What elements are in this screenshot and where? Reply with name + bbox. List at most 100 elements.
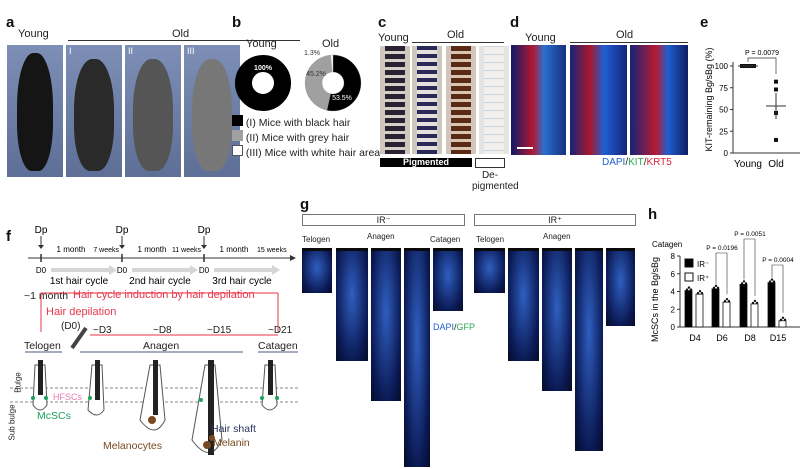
f-d15: ~D15 (207, 325, 232, 336)
cycle-label: 3rd hair cycle (212, 276, 272, 287)
sig-bracket (771, 264, 784, 313)
cycle-label: 1st hair cycle (50, 276, 109, 287)
g-irneg-header: IR⁻ (302, 214, 465, 226)
sig-bracket (747, 57, 777, 74)
data-point (740, 282, 744, 285)
stain-kit: KIT (628, 157, 644, 168)
f-melanin: Melanin (213, 437, 250, 449)
f-d3: ~D3 (93, 325, 112, 336)
d0-label: D0 (117, 266, 128, 275)
numeral-3: III (187, 46, 195, 56)
data-point (768, 280, 772, 283)
bar-irneg (711, 288, 720, 328)
data-point (725, 297, 729, 301)
panel-label-h: h (648, 206, 658, 223)
data-point (716, 286, 720, 290)
f-anagen: Anagen (143, 340, 180, 352)
x-tick-label: D6 (716, 333, 728, 343)
data-point (698, 289, 702, 293)
bar-irneg (767, 282, 776, 328)
y-tick-label: 25 (719, 127, 728, 136)
data-point (774, 87, 778, 92)
p-value: P = 0.0051 (734, 231, 766, 238)
hair-young (380, 46, 410, 154)
data-point (696, 291, 700, 295)
pigmented-bar: Pigmented (380, 158, 472, 167)
g-catagen-1: Catagen (430, 235, 461, 244)
interval-label: 1 month (57, 245, 86, 254)
data-point (774, 79, 778, 84)
stain-gfp: GFP (456, 322, 476, 332)
panel-label-b: b (232, 14, 242, 31)
legend-swatch-black (232, 115, 243, 126)
a-young-label: Young (18, 28, 49, 40)
data-point (755, 301, 759, 305)
bar-irneg (739, 284, 748, 328)
y-tick-label: 2 (671, 305, 676, 314)
g-image (404, 248, 430, 467)
dp-arrow-head (201, 245, 207, 249)
panel-label-e: e (700, 14, 709, 31)
old-grey-pct: 45.2% (306, 71, 326, 78)
data-point (685, 288, 689, 291)
d-old-divider (570, 42, 688, 43)
interval-label: 1 month (220, 245, 249, 254)
cycle-arrow (214, 265, 280, 275)
c-old-divider (412, 42, 504, 43)
b-young-label: Young (246, 38, 277, 50)
legend-swatch-white (232, 145, 243, 156)
dp-label: Dp (198, 225, 211, 236)
g-irpos-header: IR⁺ (474, 214, 636, 226)
legend-label: IR⁺ (697, 274, 709, 283)
panel-label-d: d (510, 14, 520, 31)
panel-label-g: g (300, 196, 310, 213)
g-anagen-1: Anagen (367, 232, 395, 241)
f-d21: ~D21 (268, 325, 293, 336)
data-point (774, 137, 778, 142)
hair-old-2 (446, 46, 476, 154)
g-image (433, 248, 463, 311)
d0-label: D0 (199, 266, 210, 275)
g-image (302, 248, 332, 293)
f-d8: ~D8 (153, 325, 172, 336)
cycle-label: 2nd hair cycle (129, 276, 191, 287)
g-telogen-1: Telogen (302, 235, 331, 244)
dp-label: Dp (116, 225, 129, 236)
f-induction: Hair cycle induction by hair depilation (73, 289, 255, 301)
g-image (508, 248, 539, 361)
sig-bracket (715, 252, 728, 295)
g-stain-label: DAPI/GFP (433, 322, 475, 332)
b-legend: (I) Mice with black hair (II) Mice with … (232, 115, 380, 160)
donut-charts: 100%53.5%45.2%1.3% (235, 50, 362, 112)
f-mcsc: McSCs (37, 410, 71, 422)
g-image (542, 248, 572, 391)
y-tick-label: 75 (719, 84, 728, 93)
bar-irpos (750, 303, 759, 328)
arrow-head (290, 255, 296, 261)
f-hfsc: HFSCs (53, 392, 82, 402)
mouse-photo-old-2: II (125, 45, 181, 177)
d-young-label: Young (525, 32, 556, 44)
legend-label: (II) Mice with grey hair (245, 132, 350, 144)
hair-cycle-diagram (10, 292, 300, 455)
legend-label: (III) Mice with white hair area (245, 147, 381, 159)
y-tick-label: 50 (719, 106, 728, 115)
g-image (575, 248, 603, 451)
data-point (689, 288, 693, 291)
legend-white: (III) Mice with white hair area (232, 145, 380, 160)
weeks-label: 7 weeks (93, 247, 119, 254)
bar-irpos (695, 293, 704, 328)
f-catagen: Catagen (258, 340, 298, 352)
f-bulge: Bulge (13, 372, 23, 393)
y-tick-label: 100 (715, 62, 729, 71)
legend-swatch-grey (232, 130, 243, 141)
depigmented-bar (475, 158, 505, 168)
dp-label: Dp (35, 225, 48, 236)
c-old-label: Old (447, 29, 465, 41)
y-axis-label: KIT-remaining Bg/sBg (%) (704, 47, 714, 151)
f-d0: (D0) (61, 321, 81, 332)
data-point (687, 286, 691, 289)
